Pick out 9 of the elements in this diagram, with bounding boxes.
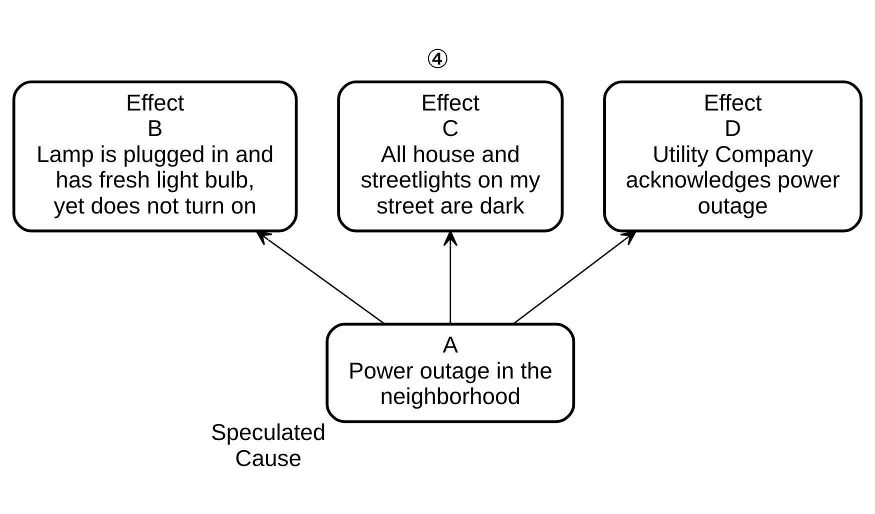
- node-box: Effect C All house and streetlights on my street are dark: [337, 80, 564, 232]
- arrow: [443, 230, 458, 324]
- node-box: A Power outage in the neighborhood: [326, 322, 576, 423]
- node-box: Effect D Utility Company acknowledges power outage: [603, 80, 863, 232]
- arrow: [512, 230, 637, 324]
- node-box: Effect B Lamp is plugged in and has fresh light bulb, yet does not turn on: [12, 80, 298, 232]
- node-label: Speculated Cause: [210, 418, 326, 470]
- arrow: [256, 230, 386, 324]
- diagram-title: ④: [426, 46, 449, 74]
